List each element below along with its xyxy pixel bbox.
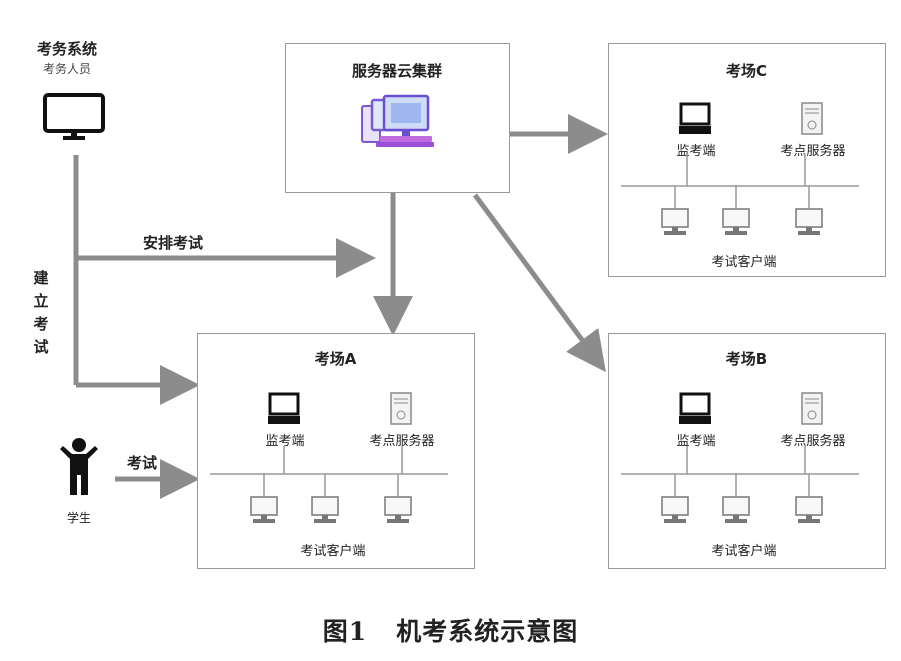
exam-client-icon	[795, 208, 823, 235]
site-c-clients-label: 考试客户端	[711, 255, 777, 270]
build-exam-char: 立	[33, 292, 49, 310]
build-exam-char: 建	[33, 269, 49, 287]
site-b-clients-label: 考试客户端	[711, 544, 777, 559]
proctor-terminal-icon	[679, 392, 711, 424]
take-exam-label: 考试	[127, 454, 158, 472]
exam-server-icon	[801, 392, 823, 425]
site-b-proctor-label: 监考端	[676, 434, 716, 449]
admin-subtitle: 考务人员	[42, 62, 91, 76]
student-label: 学生	[66, 511, 91, 525]
site-a-box: 考场A 监考端 考点服务器 考试客户端	[197, 333, 475, 569]
site-a-network	[210, 446, 448, 496]
proctor-terminal-icon	[268, 392, 300, 424]
site-a-proctor-label: 监考端	[265, 434, 305, 449]
build-exam-label: 建 立 考 试	[31, 267, 51, 359]
exam-client-icon	[311, 496, 339, 523]
exam-client-icon	[722, 208, 750, 235]
site-a-clients-label: 考试客户端	[300, 544, 366, 559]
exam-client-icon	[795, 496, 823, 523]
monitor-icon	[43, 93, 105, 140]
site-c-title: 考场C	[725, 62, 767, 80]
cloud-cluster-box: 服务器云集群	[285, 43, 510, 193]
site-c-network	[621, 154, 859, 208]
site-b-server-label: 考点服务器	[780, 434, 846, 449]
site-c-server-label: 考点服务器	[780, 144, 846, 159]
person-icon	[60, 438, 98, 495]
arrange-exam-label: 安排考试	[143, 234, 204, 252]
exam-client-icon	[722, 496, 750, 523]
site-a-server-label: 考点服务器	[369, 434, 435, 449]
admin-title: 考务系统	[36, 40, 97, 58]
server-cluster-icon	[361, 94, 434, 147]
site-b-box: 考场B 监考端 考点服务器 考试客户端	[608, 333, 886, 569]
exam-client-icon	[661, 208, 689, 235]
site-c-box: 考场C 监考端 考点服务器 考试客户端	[608, 43, 886, 277]
site-c-proctor-label: 监考端	[676, 144, 716, 159]
cloud-cluster-title: 服务器云集群	[351, 62, 442, 80]
figure-caption: 图1 机考系统示意图	[322, 617, 579, 646]
site-b-title: 考场B	[725, 350, 768, 368]
site-b-network	[621, 446, 859, 496]
exam-server-icon	[390, 392, 412, 425]
build-exam-char: 考	[33, 315, 49, 333]
exam-client-icon	[250, 496, 278, 523]
exam-client-icon	[661, 496, 689, 523]
build-exam-char: 试	[33, 338, 49, 356]
exam-client-icon	[384, 496, 412, 523]
site-a-title: 考场A	[314, 350, 357, 368]
proctor-terminal-icon	[679, 102, 711, 134]
exam-server-icon	[801, 102, 823, 135]
cloud-to-site-b-arrow	[472, 193, 606, 373]
